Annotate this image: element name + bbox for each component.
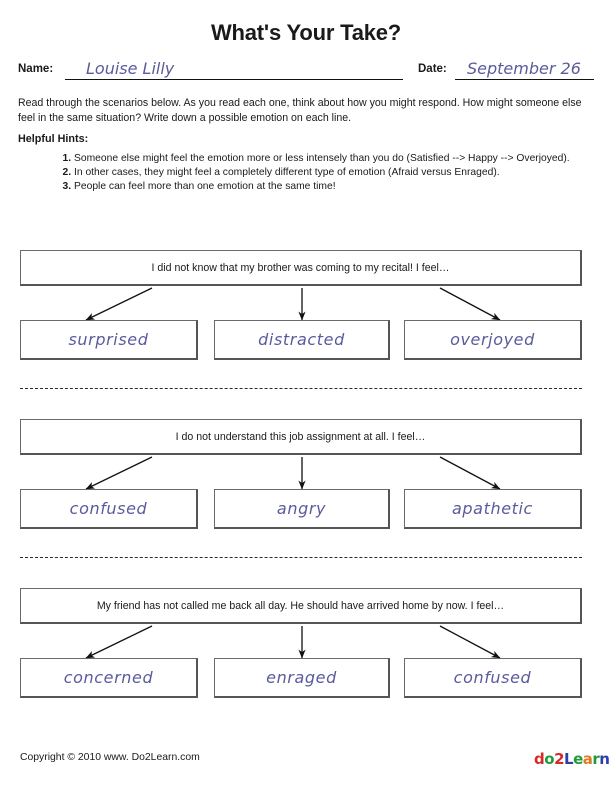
scenario-prompt-text: I did not know that my brother was comin… — [151, 261, 450, 274]
date-input-line[interactable] — [455, 79, 594, 80]
scenario-prompt-box-3: My friend has not called me back all day… — [20, 588, 582, 624]
answer-text: apathetic — [452, 499, 533, 518]
answer-box[interactable]: distracted — [214, 320, 390, 360]
hint-item: Someone else might feel the emotion more… — [74, 152, 604, 166]
answer-text: confused — [69, 499, 148, 518]
answer-text: surprised — [68, 330, 149, 349]
do2learn-logo[interactable]: do2Learn — [534, 750, 610, 768]
scenario-prompt-text: I do not understand this job assignment … — [175, 430, 426, 443]
name-label: Name: — [18, 63, 54, 75]
name-date-row: Name: Louise Lilly Date: September 26 — [18, 59, 594, 81]
name-input-line[interactable] — [65, 79, 403, 80]
answer-text: overjoyed — [450, 330, 535, 349]
answer-text: distracted — [258, 330, 345, 349]
answer-box[interactable]: surprised — [20, 320, 198, 360]
scenario-prompt-box-2: I do not understand this job assignment … — [20, 419, 582, 455]
scenario-prompt-box-1: I did not know that my brother was comin… — [20, 250, 582, 286]
logo-letter-3: L — [564, 750, 574, 768]
helpful-hints-label: Helpful Hints: — [18, 133, 89, 145]
copyright-text: Copyright © 2010 www. Do2Learn.com — [20, 752, 200, 763]
logo-letter-1: o — [544, 750, 555, 768]
scenario-prompt-text: My friend has not called me back all day… — [96, 599, 505, 612]
instructions-text: Read through the scenarios below. As you… — [18, 97, 582, 124]
hint-text: In other cases, they might feel a comple… — [74, 167, 500, 179]
hint-item: People can feel more than one emotion at… — [74, 180, 604, 194]
section-divider-2 — [20, 557, 582, 558]
logo-letter-4: e — [573, 750, 583, 768]
page-title: What's Your Take? — [210, 20, 402, 45]
answer-box[interactable]: enraged — [214, 658, 390, 698]
answer-text: concerned — [63, 668, 154, 687]
name-value[interactable]: Louise Lilly — [86, 59, 175, 78]
answer-box[interactable]: confused — [20, 489, 198, 529]
answer-text: enraged — [266, 668, 337, 687]
date-label: Date: — [418, 63, 447, 75]
answer-text: angry — [276, 499, 327, 518]
date-value[interactable]: September 26 — [467, 59, 581, 78]
answer-box[interactable]: confused — [404, 658, 582, 698]
logo-letter-5: a — [582, 750, 593, 768]
hint-item: In other cases, they might feel a comple… — [74, 166, 604, 180]
hint-text: Someone else might feel the emotion more… — [74, 153, 570, 164]
answer-box[interactable]: overjoyed — [404, 320, 582, 360]
answer-box[interactable]: apathetic — [404, 489, 582, 529]
logo-letter-0: d — [534, 750, 545, 768]
logo-letter-2: 2 — [554, 750, 564, 768]
answer-box[interactable]: angry — [214, 489, 390, 529]
hint-text: People can feel more than one emotion at… — [74, 181, 336, 193]
logo-letter-6: r — [592, 750, 600, 768]
helpful-hints-list: Someone else might feel the emotion more… — [46, 152, 604, 195]
answer-text: confused — [453, 668, 532, 687]
answer-box[interactable]: concerned — [20, 658, 198, 698]
logo-letter-7: n — [599, 750, 610, 768]
section-divider-1 — [20, 388, 582, 389]
